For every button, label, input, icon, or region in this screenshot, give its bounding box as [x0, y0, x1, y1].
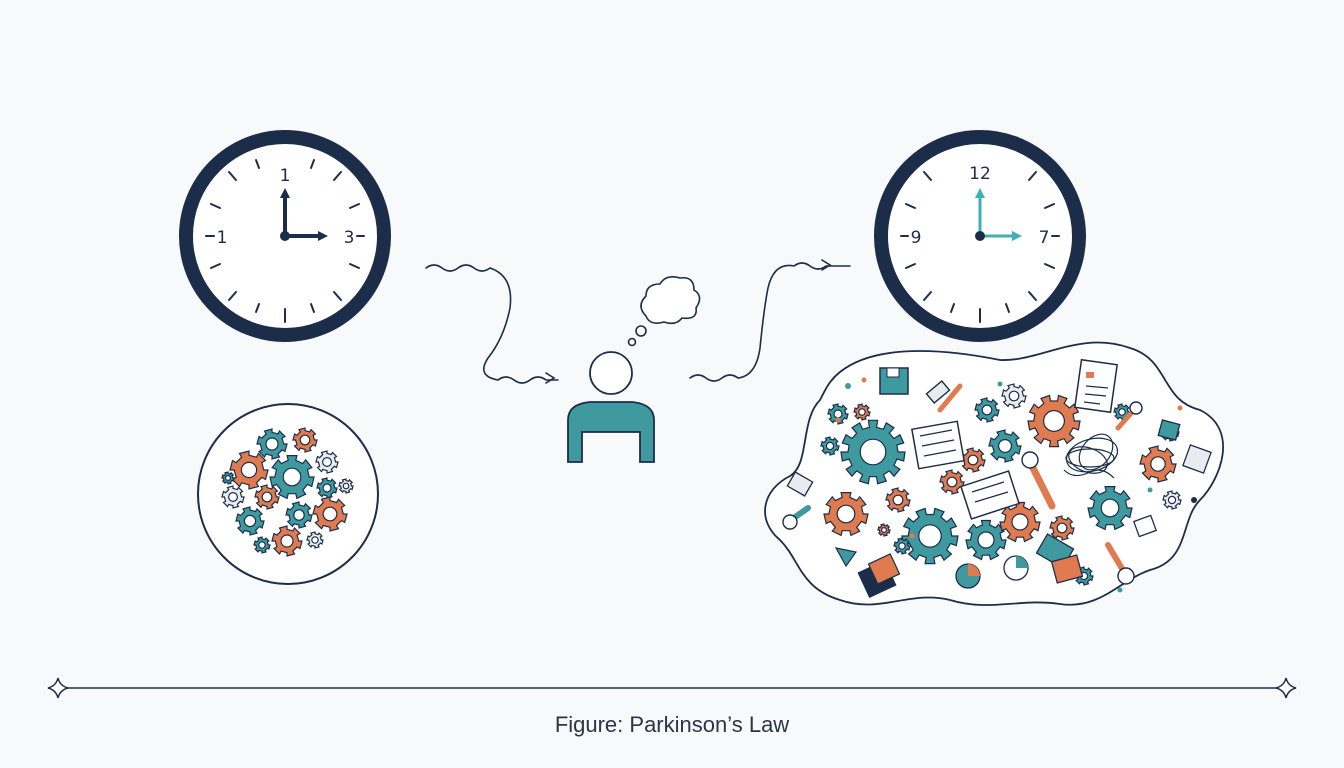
gear-icon	[877, 523, 891, 537]
gear-icon	[253, 536, 271, 554]
gear-icon	[254, 484, 280, 510]
diamond-ornament-icon	[47, 677, 69, 699]
left-clock-numeral-right: 3	[344, 228, 355, 248]
gear-icon	[1001, 383, 1027, 409]
left-clock-numeral-left: 1	[217, 228, 228, 248]
thought-bubble-icon	[627, 276, 701, 347]
disk-icon	[879, 367, 909, 395]
shape-icon	[834, 547, 858, 568]
gear-icon	[1139, 445, 1177, 483]
wrench-icon	[1105, 542, 1135, 585]
left-clock-numeral-top: 1	[280, 166, 291, 186]
wrench-icon	[1021, 451, 1056, 510]
left-clock-ticks	[205, 159, 365, 323]
right-clock-numeral-right: 7	[1039, 228, 1050, 248]
gear-icon	[820, 436, 840, 456]
person-head	[589, 351, 633, 395]
person-body	[567, 401, 655, 463]
small-gears-cluster	[197, 403, 379, 585]
gears-icon	[221, 427, 354, 557]
gear-icon	[988, 429, 1022, 463]
gear-icon	[974, 397, 1000, 423]
hammer-icon	[925, 379, 963, 413]
left-clock: 1 1 3	[179, 130, 391, 342]
gear-icon	[840, 419, 906, 485]
gear-icon	[1027, 394, 1081, 448]
person-icon	[567, 351, 655, 463]
gear-icon	[853, 403, 871, 421]
gear-icon	[338, 478, 354, 494]
left-clock-hand-tip	[318, 231, 328, 241]
gear-icon	[271, 525, 303, 557]
gear-icon	[999, 501, 1041, 543]
right-clock-numeral-left: 9	[911, 228, 922, 248]
gear-icon	[312, 496, 348, 532]
pie-chart-icon	[955, 563, 981, 589]
gear-icon	[965, 519, 1007, 561]
gear-icon	[221, 471, 235, 485]
diamond-ornament-icon	[1275, 677, 1297, 699]
left-clock-hand-tip	[280, 188, 290, 198]
gear-icon	[901, 507, 959, 565]
box-icon	[786, 471, 814, 497]
gears-icon	[820, 383, 1182, 586]
wrench-icon	[782, 505, 811, 530]
gear-icon	[229, 450, 269, 490]
expanded-work-cloud	[764, 341, 1224, 606]
gear-icon	[1162, 490, 1182, 510]
figure-caption: Figure: Parkinson’s Law	[554, 712, 790, 737]
sparkle-dots	[835, 377, 1197, 593]
pie-chart-icon	[1003, 555, 1029, 581]
gear-icon	[1087, 486, 1133, 531]
box-icon	[1132, 514, 1158, 538]
gear-icon	[823, 492, 869, 537]
right-clock-hand-tip	[975, 188, 985, 198]
document-icon	[1073, 358, 1119, 414]
gear-icon	[285, 501, 313, 529]
box-icon	[1050, 554, 1084, 584]
document-icon	[960, 470, 1020, 520]
box-icon	[1182, 444, 1212, 474]
squiggle-arrow-icon	[425, 264, 559, 384]
gear-icon	[235, 506, 265, 536]
gear-icon	[827, 403, 849, 425]
gear-icon	[292, 427, 318, 453]
right-clock-center	[975, 231, 985, 241]
gear-icon	[316, 477, 338, 499]
box-icon	[857, 553, 901, 599]
document-icon	[911, 420, 965, 470]
right-clock-hands	[978, 194, 1016, 238]
tangle-icon	[1063, 433, 1119, 479]
right-clock-ticks	[900, 171, 1060, 323]
timeline-divider	[47, 677, 1297, 699]
gear-icon	[315, 450, 339, 474]
gear-icon	[885, 487, 911, 513]
right-clock-numeral-top: 12	[969, 164, 991, 184]
squiggle-arrow-icon	[689, 259, 851, 382]
gear-icon	[893, 537, 911, 555]
gear-icon	[269, 455, 315, 500]
wrench-icon	[1115, 401, 1143, 431]
gear-icon	[256, 428, 288, 460]
gear-icon	[939, 469, 965, 495]
right-clock-hand-tip	[1012, 231, 1022, 241]
box-icon	[1157, 419, 1181, 441]
left-clock-center	[280, 231, 290, 241]
gear-icon	[221, 485, 245, 509]
gear-icon	[1049, 515, 1075, 541]
left-clock-hands	[283, 193, 322, 238]
right-clock: 12 9 7	[874, 130, 1086, 342]
gear-icon	[306, 531, 324, 549]
